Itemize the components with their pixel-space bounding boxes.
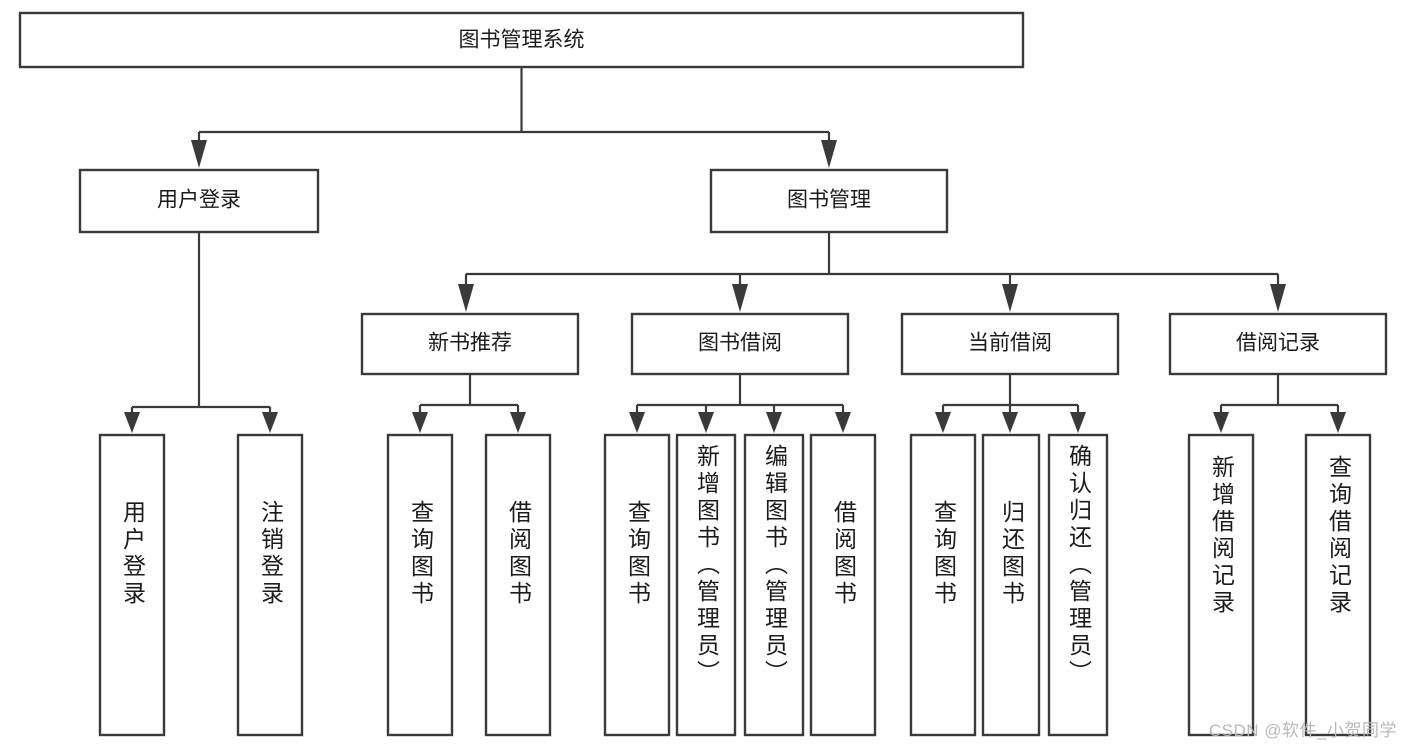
- leaf-box-user-login[interactable]: [98, 433, 166, 737]
- connector-group-borrow-record: [1213, 374, 1346, 433]
- node-new-book-recommend-label: 新书推荐: [428, 332, 512, 355]
- node-book-manage-box[interactable]: [709, 168, 949, 234]
- leaf-box-borrow-book-1[interactable]: [484, 433, 552, 737]
- arrow-head-leaf-edit-book: [766, 412, 782, 433]
- leaf-box-confirm-return[interactable]: [1047, 433, 1109, 737]
- leaf-box-add-record[interactable]: [1187, 433, 1255, 737]
- arrow-head-leaf-query-book-2: [629, 412, 645, 433]
- arrow-head-leaf-borrow-book-2: [835, 412, 851, 433]
- leaf-box-borrow-book-2[interactable]: [809, 433, 877, 737]
- arrow-head-leaf-user-login: [124, 412, 140, 433]
- arrow-head-user-login: [191, 140, 207, 168]
- arrow-head-leaf-query-book-3: [935, 412, 951, 433]
- node-current-borrow[interactable]: 当前借阅: [900, 312, 1120, 376]
- leaf-box-logout-login[interactable]: [236, 433, 304, 737]
- node-root-label: 图书管理系统: [459, 29, 585, 52]
- connector-group-book-borrow: [629, 374, 851, 433]
- arrow-head-leaf-confirm-return: [1070, 412, 1086, 433]
- arrow-head-leaf-add-book: [698, 412, 714, 433]
- node-book-borrow-label: 图书借阅: [698, 332, 782, 355]
- leaf-box-query-book-1[interactable]: [386, 433, 454, 737]
- connector-group-user-login: [124, 232, 278, 433]
- leaf-box-add-book[interactable]: [675, 433, 737, 737]
- node-user-login[interactable]: 用户登录: [78, 168, 320, 234]
- connector-group-root: [191, 67, 837, 168]
- node-borrow-record[interactable]: 借阅记录: [1168, 312, 1388, 376]
- arrow-head-leaf-add-record: [1213, 412, 1229, 433]
- connector-group-current-borrow: [935, 374, 1086, 433]
- arrow-head-leaf-query-record: [1330, 412, 1346, 433]
- arrow-head-book-manage: [821, 140, 837, 168]
- node-user-login-box[interactable]: [78, 168, 320, 234]
- leaf-box-return-book[interactable]: [981, 433, 1041, 737]
- node-new-book-recommend-box[interactable]: [360, 312, 580, 376]
- node-book-manage-label: 图书管理: [787, 189, 871, 212]
- arrow-head-leaf-return-book: [1002, 412, 1018, 433]
- node-current-borrow-box[interactable]: [900, 312, 1120, 376]
- leaf-box-query-book-3[interactable]: [909, 433, 977, 737]
- leaf-box-query-record[interactable]: [1304, 433, 1372, 737]
- leaf-box-edit-book[interactable]: [743, 433, 805, 737]
- arrow-head-book-borrow: [732, 284, 748, 312]
- node-book-borrow[interactable]: 图书借阅: [630, 312, 850, 376]
- arrow-head-borrow-record: [1270, 284, 1286, 312]
- arrow-head-leaf-query-book-1: [412, 412, 428, 433]
- leaf-box-query-book-2[interactable]: [603, 433, 671, 737]
- watermark-text: CSDN @软件_小贺同学: [1208, 721, 1397, 740]
- node-book-borrow-box[interactable]: [630, 312, 850, 376]
- node-root-box[interactable]: [18, 11, 1025, 69]
- arrow-head-leaf-borrow-book-1: [510, 412, 526, 433]
- node-borrow-record-label: 借阅记录: [1236, 332, 1320, 355]
- node-new-book-recommend[interactable]: 新书推荐: [360, 312, 580, 376]
- connector-group-new-book-recommend: [412, 374, 526, 433]
- node-borrow-record-box[interactable]: [1168, 312, 1388, 376]
- node-current-borrow-label: 当前借阅: [968, 332, 1052, 355]
- node-root[interactable]: 图书管理系统: [18, 11, 1025, 69]
- connector-group-book-manage: [458, 232, 1286, 312]
- node-book-manage[interactable]: 图书管理: [709, 168, 949, 234]
- arrow-head-new-book-recommend: [458, 284, 474, 312]
- node-user-login-label: 用户登录: [157, 189, 241, 212]
- arrow-head-leaf-logout-login: [262, 412, 278, 433]
- arrow-head-current-borrow: [1002, 284, 1018, 312]
